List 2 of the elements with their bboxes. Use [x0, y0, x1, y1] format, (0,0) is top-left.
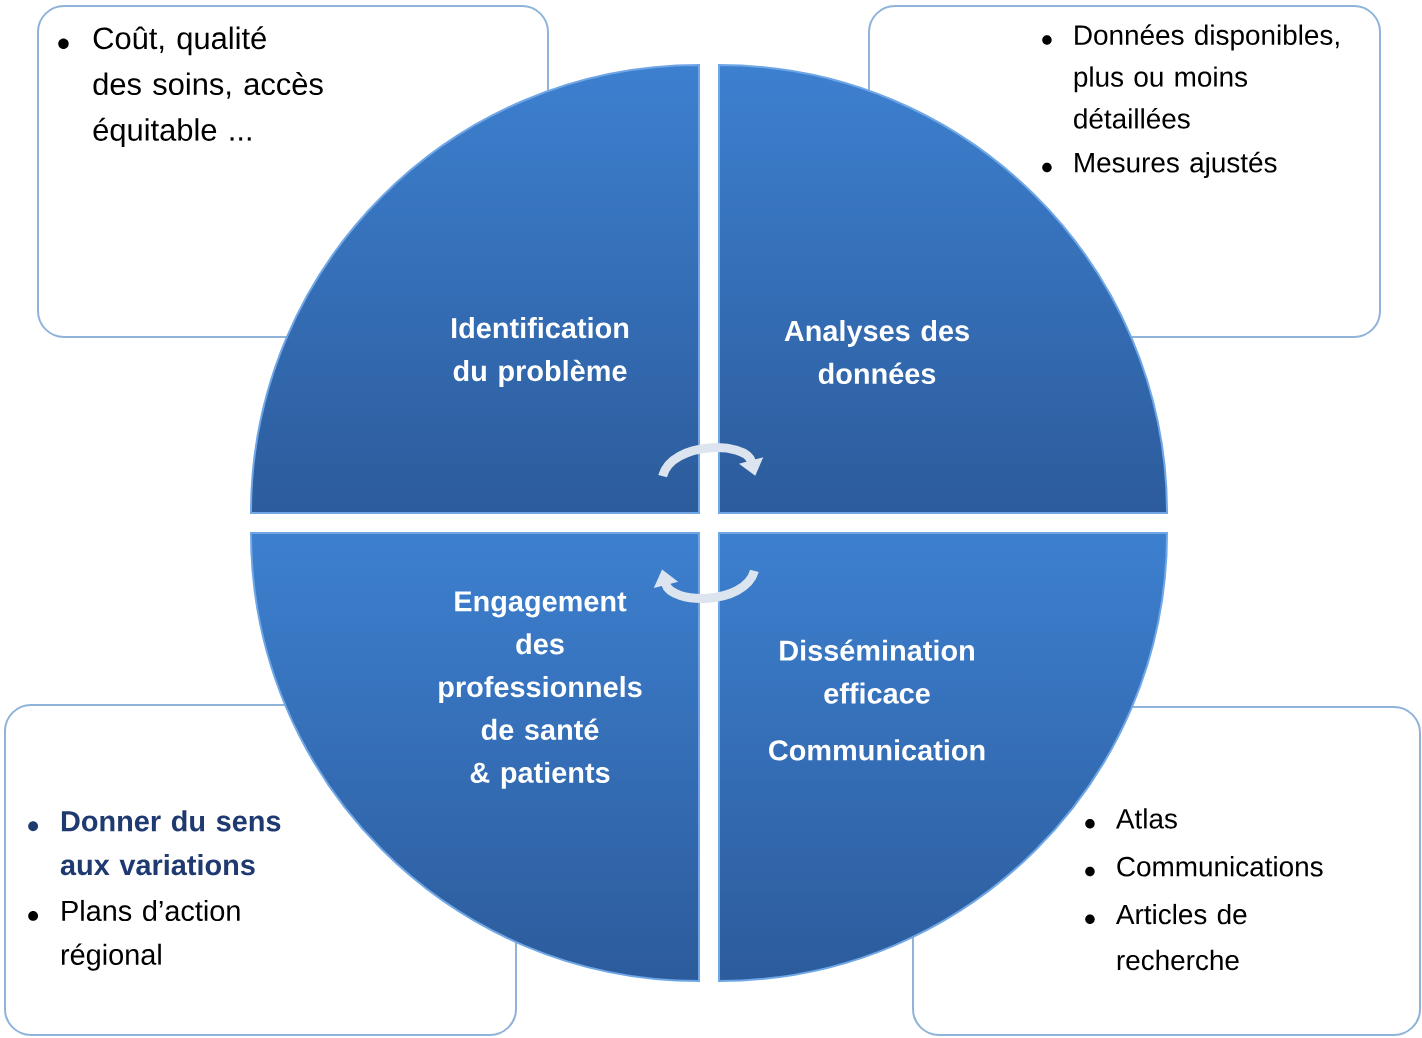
cycle-arrow	[658, 443, 764, 478]
cycle-arrow	[653, 568, 759, 603]
